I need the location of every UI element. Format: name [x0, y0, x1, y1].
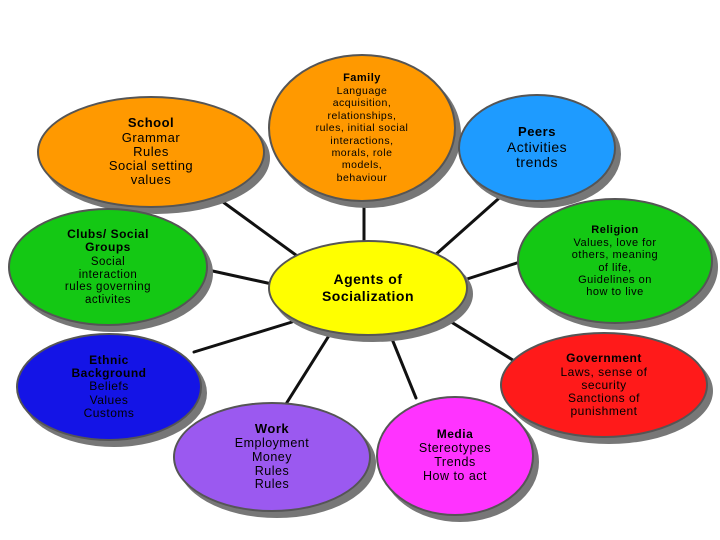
- government-line: punishment: [570, 404, 638, 419]
- node-peers: Peers Activities trends: [458, 94, 616, 202]
- connector-peers: [432, 190, 508, 258]
- ethnic-title-line: Background: [71, 366, 147, 381]
- religion-line: of life,: [598, 261, 632, 274]
- media-line: Trends: [434, 455, 476, 470]
- node-family: Family Language acquisition, relationshi…: [268, 54, 456, 202]
- school-title: School: [127, 115, 175, 131]
- center-title: Agents of Socialization: [322, 271, 414, 306]
- node-government: Government Laws, sense of security Sanct…: [500, 332, 708, 438]
- node-school: School Grammar Rules Social setting valu…: [37, 96, 265, 208]
- government-title: Government: [566, 350, 642, 365]
- center-title-line: Socialization: [321, 288, 415, 304]
- node-work: Work Employment Money Rules Rules: [173, 402, 371, 512]
- clubs-title-line: Groups: [85, 239, 131, 254]
- religion-description: Values, love for others, meaning of life…: [572, 237, 658, 297]
- family-line: behaviour: [336, 171, 388, 184]
- connector-school: [210, 192, 302, 260]
- clubs-title: Clubs/ Social Groups: [67, 226, 149, 254]
- ethnic-title-line: Ethnic: [89, 353, 129, 368]
- work-title: Work: [254, 420, 290, 436]
- peers-line: Activities: [506, 138, 568, 155]
- family-line: rules, initial social: [315, 122, 409, 135]
- clubs-description: Social interaction rules governing activ…: [65, 256, 151, 307]
- family-line: Language: [336, 85, 388, 98]
- work-line: Money: [251, 449, 292, 464]
- government-description: Laws, sense of security Sanctions of pun…: [560, 364, 648, 419]
- connector-clubs: [206, 268, 274, 286]
- school-line: Rules: [133, 143, 169, 159]
- religion-line: Guidelines on: [578, 273, 652, 286]
- ethnic-description: Beliefs Values Customs: [84, 380, 135, 420]
- work-line: Rules: [254, 477, 290, 492]
- ethnic-line: Values: [89, 392, 129, 407]
- clubs-line: activites: [84, 293, 132, 306]
- ethnic-line: Beliefs: [89, 379, 129, 394]
- node-media: Media Stereotypes Trends How to act: [376, 396, 534, 516]
- religion-title: Religion: [591, 224, 639, 237]
- ethnic-title: Ethnic Background: [71, 353, 147, 381]
- school-line: values: [130, 172, 172, 188]
- clubs-line: Social: [90, 255, 126, 268]
- work-description: Employment Money Rules Rules: [234, 436, 310, 492]
- religion-line: how to live: [586, 285, 644, 298]
- family-line: interactions,: [330, 134, 394, 147]
- family-line: relationships,: [327, 109, 397, 122]
- clubs-line: rules governing: [64, 281, 152, 294]
- node-religion: Religion Values, love for others, meanin…: [517, 198, 713, 324]
- family-line: models,: [341, 159, 383, 172]
- connector-religion: [462, 260, 522, 282]
- connector-ethnic: [192, 320, 294, 354]
- work-line: Rules: [254, 463, 290, 478]
- government-line: security: [581, 377, 627, 392]
- family-description: Language acquisition, relationships, rul…: [316, 85, 409, 184]
- center-node-agents-of-socialization: Agents of Socialization: [268, 240, 468, 336]
- connector-work: [284, 332, 332, 406]
- clubs-line: interaction: [78, 268, 138, 281]
- work-line: Employment: [234, 436, 310, 451]
- religion-line: others, meaning: [571, 249, 659, 262]
- media-title: Media: [436, 427, 474, 442]
- peers-line: trends: [516, 154, 558, 171]
- religion-line: Values, love for: [573, 237, 657, 250]
- peers-description: Activities trends: [506, 138, 568, 171]
- connector-media: [388, 332, 418, 400]
- ethnic-line: Customs: [83, 405, 135, 420]
- connector-government: [446, 318, 518, 364]
- school-description: Grammar Rules Social setting values: [108, 129, 194, 188]
- school-line: Social setting: [108, 158, 194, 174]
- media-line: Stereotypes: [418, 441, 492, 456]
- peers-title: Peers: [518, 124, 556, 140]
- clubs-title-line: Clubs/ Social: [67, 226, 149, 241]
- family-line: acquisition,: [332, 97, 392, 110]
- center-title-line: Agents of: [333, 270, 403, 287]
- node-clubs-social-groups: Clubs/ Social Groups Social interaction …: [8, 208, 208, 326]
- government-line: Sanctions of: [567, 391, 641, 406]
- government-line: Laws, sense of: [560, 364, 648, 379]
- media-line: How to act: [422, 468, 488, 483]
- node-ethnic-background: Ethnic Background Beliefs Values Customs: [16, 333, 202, 441]
- family-line: morals, role: [331, 146, 393, 159]
- media-description: Stereotypes Trends How to act: [419, 442, 491, 483]
- family-title: Family: [343, 71, 381, 84]
- school-line: Grammar: [121, 129, 181, 145]
